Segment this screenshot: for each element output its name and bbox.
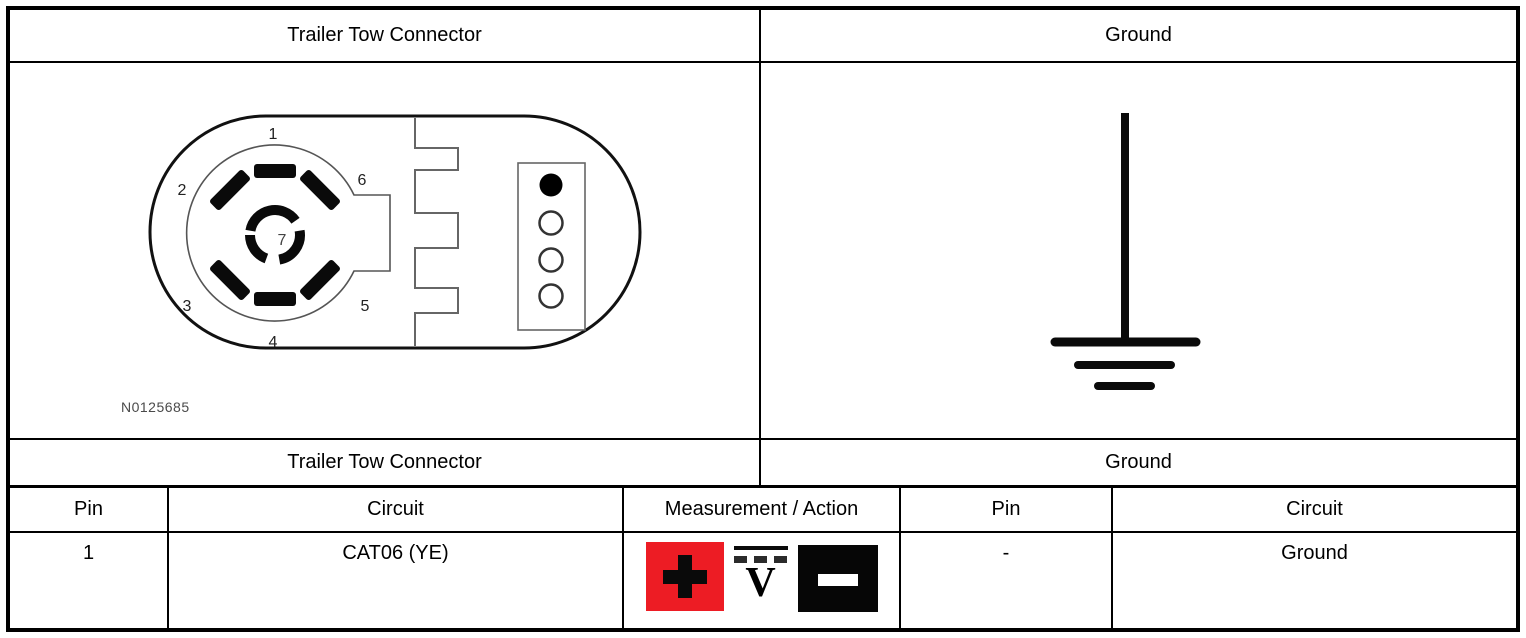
pin-4-blade [254, 292, 296, 306]
figure-number-label: N0125685 [121, 399, 190, 415]
cell-right-circuit: Ground [1113, 533, 1516, 628]
left-pin-value: 1 [82, 542, 95, 564]
pin-label-3: 3 [183, 298, 192, 315]
terminal-dot [538, 210, 564, 236]
cell-left-circuit: CAT06 (YE) [169, 533, 624, 628]
voltmeter-v-glyph: V [745, 560, 776, 606]
column-header-label: Measurement / Action [664, 498, 859, 520]
right-pin-value: - [1002, 542, 1010, 564]
terminal-dot [538, 283, 564, 309]
right-circuit-value: Ground [1281, 542, 1348, 564]
column-header-label: Circuit [1286, 498, 1343, 520]
pin-7-ring [244, 205, 305, 265]
header-ground-top: Ground [761, 10, 1516, 63]
section-header-left-label: Trailer Tow Connector [287, 451, 482, 473]
side-terminal-block [517, 162, 586, 331]
column-header-circuit-right: Circuit [1113, 488, 1516, 533]
connector-pins [210, 164, 340, 306]
section-header-right-label: Ground [1105, 451, 1172, 473]
dc-voltmeter-icon: V [732, 546, 790, 606]
ground-symbol-cell [761, 63, 1516, 440]
column-header-label: Pin [991, 498, 1021, 520]
section-header-trailer-tow-connector: Trailer Tow Connector [10, 440, 761, 488]
terminal-dot-filled [539, 173, 563, 197]
positive-lead-plus-icon [645, 542, 724, 611]
pin-5-blade [300, 260, 340, 300]
column-header-pin-left: Pin [10, 488, 169, 533]
pin-2-blade [210, 170, 250, 210]
cell-right-pin: - [901, 533, 1113, 628]
ground-symbol [1050, 113, 1201, 390]
header-left-label: Trailer Tow Connector [287, 24, 482, 46]
cell-left-pin: 1 [10, 533, 169, 628]
pin-label-2: 2 [178, 182, 187, 199]
voltmeter-solid-line [733, 546, 788, 550]
trailer-tow-connector-diagram: 1 2 3 4 5 6 7 [148, 114, 642, 351]
column-header-circuit-left: Circuit [169, 488, 624, 533]
voltmeter-dashed-line [734, 556, 787, 563]
connector-face-circle [185, 144, 391, 322]
header-trailer-tow-connector-top: Trailer Tow Connector [10, 10, 761, 63]
column-header-label: Circuit [367, 498, 424, 520]
pin-1-blade [254, 164, 296, 178]
pinpoint-test-table: Trailer Tow Connector Ground [6, 6, 1520, 632]
pin-6-blade [300, 170, 340, 210]
connector-diagram-cell: 1 2 3 4 5 6 7 N0125685 [10, 63, 761, 440]
terminal-dot [538, 247, 564, 273]
negative-lead-minus-icon [797, 545, 878, 612]
connector-keyway-seam [414, 118, 459, 346]
cell-measurement-action: V [624, 533, 901, 628]
pin-label-7: 7 [278, 232, 287, 249]
pin-label-1: 1 [269, 126, 278, 143]
header-right-label: Ground [1105, 24, 1172, 46]
pin-label-4: 4 [269, 334, 278, 351]
column-header-measurement-action: Measurement / Action [624, 488, 901, 533]
pin-label-5: 5 [361, 298, 370, 315]
column-header-pin-right: Pin [901, 488, 1113, 533]
connector-shell [148, 114, 642, 350]
pin-3-blade [210, 260, 250, 300]
pin-label-6: 6 [358, 172, 367, 189]
left-circuit-value: CAT06 (YE) [342, 542, 449, 564]
section-header-ground: Ground [761, 440, 1516, 488]
column-header-label: Pin [74, 498, 103, 520]
pin-number-labels: 1 2 3 4 5 6 7 [178, 126, 370, 351]
